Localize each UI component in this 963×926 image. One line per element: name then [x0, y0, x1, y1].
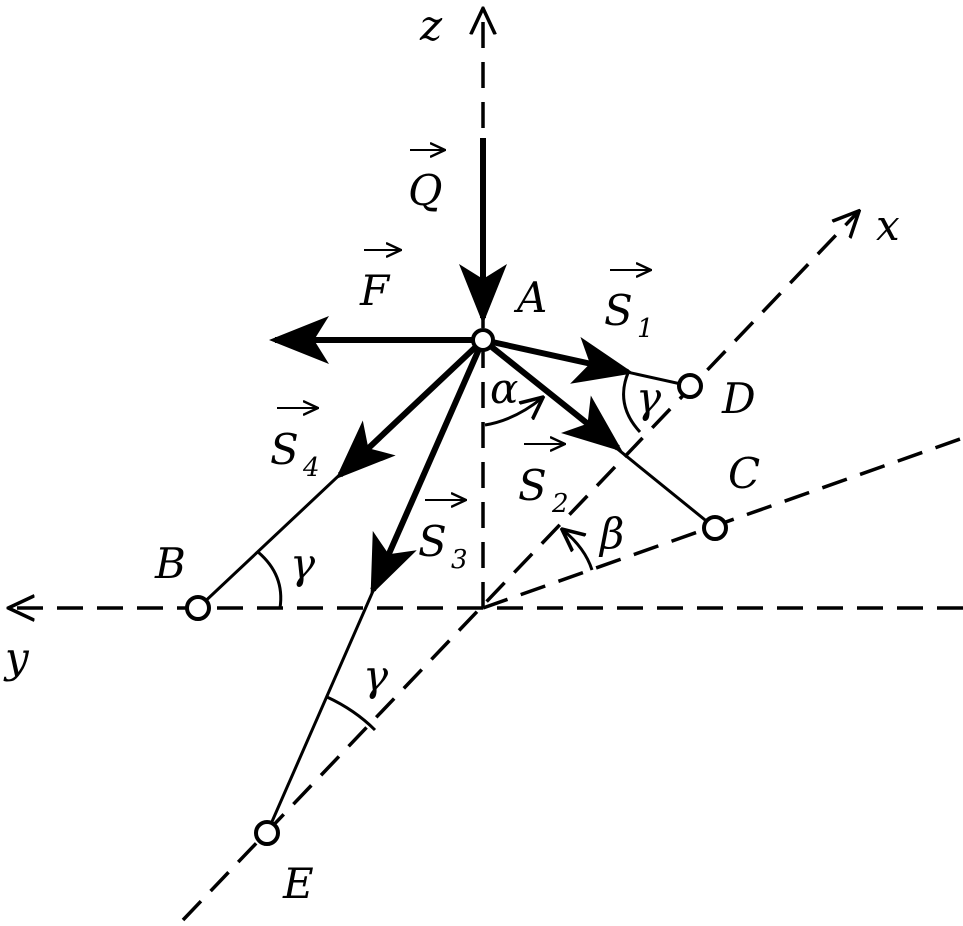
- force-s1-arrow: [482, 336, 634, 384]
- force-s1-subscript: 1: [637, 314, 654, 344]
- point-b-label: B: [154, 539, 186, 588]
- force-f-label: F: [359, 250, 400, 315]
- angle-gamma-d-arc: [622, 372, 642, 434]
- force-q-letter: Q: [408, 166, 442, 215]
- point-d-node: [677, 373, 703, 399]
- point-e-node: [254, 820, 280, 846]
- angle-gamma-e-label: γ: [363, 651, 389, 700]
- force-q-label: Q: [408, 150, 444, 215]
- force-s4-letter: S: [270, 425, 299, 474]
- angle-gamma-e-arc: [326, 695, 377, 732]
- angle-beta-arc: [563, 530, 594, 571]
- force-s4-subscript: 4: [302, 453, 320, 483]
- point-e-label: E: [282, 859, 314, 908]
- force-s1-label: S 1: [604, 270, 654, 344]
- point-d-label: D: [721, 374, 756, 423]
- force-s2-arrow: [481, 337, 623, 452]
- point-b-node: [185, 595, 211, 621]
- force-s2-label: S 2: [518, 444, 569, 519]
- point-a-label: A: [513, 273, 547, 322]
- point-a-node: [471, 328, 495, 352]
- force-s2-subscript: 2: [551, 489, 569, 519]
- force-f-letter: F: [359, 266, 391, 315]
- force-s3-letter: S: [418, 517, 447, 566]
- force-s1-letter: S: [604, 286, 633, 335]
- angle-gamma-b-arc: [257, 550, 283, 609]
- force-s2-letter: S: [518, 461, 547, 510]
- point-c-node: [702, 515, 728, 541]
- point-c-label: C: [728, 449, 760, 498]
- angle-gamma-d-label: γ: [636, 373, 662, 422]
- axis-z-label: z: [419, 1, 443, 50]
- axis-x-label: x: [876, 201, 900, 250]
- force-s3-subscript: 3: [451, 545, 468, 575]
- angle-alpha-label: α: [490, 364, 518, 413]
- force-s3-arrow: [370, 338, 486, 596]
- force-s4-label: S 4: [270, 408, 320, 483]
- angle-alpha-arc: [484, 398, 542, 427]
- angle-beta-label: β: [598, 509, 624, 558]
- force-s4-arrow: [335, 337, 486, 480]
- x-axis: [181, 212, 858, 922]
- angle-gamma-b-label: γ: [290, 539, 316, 588]
- axis-y-label: y: [3, 633, 30, 682]
- force-s3-label: S 3: [418, 500, 468, 575]
